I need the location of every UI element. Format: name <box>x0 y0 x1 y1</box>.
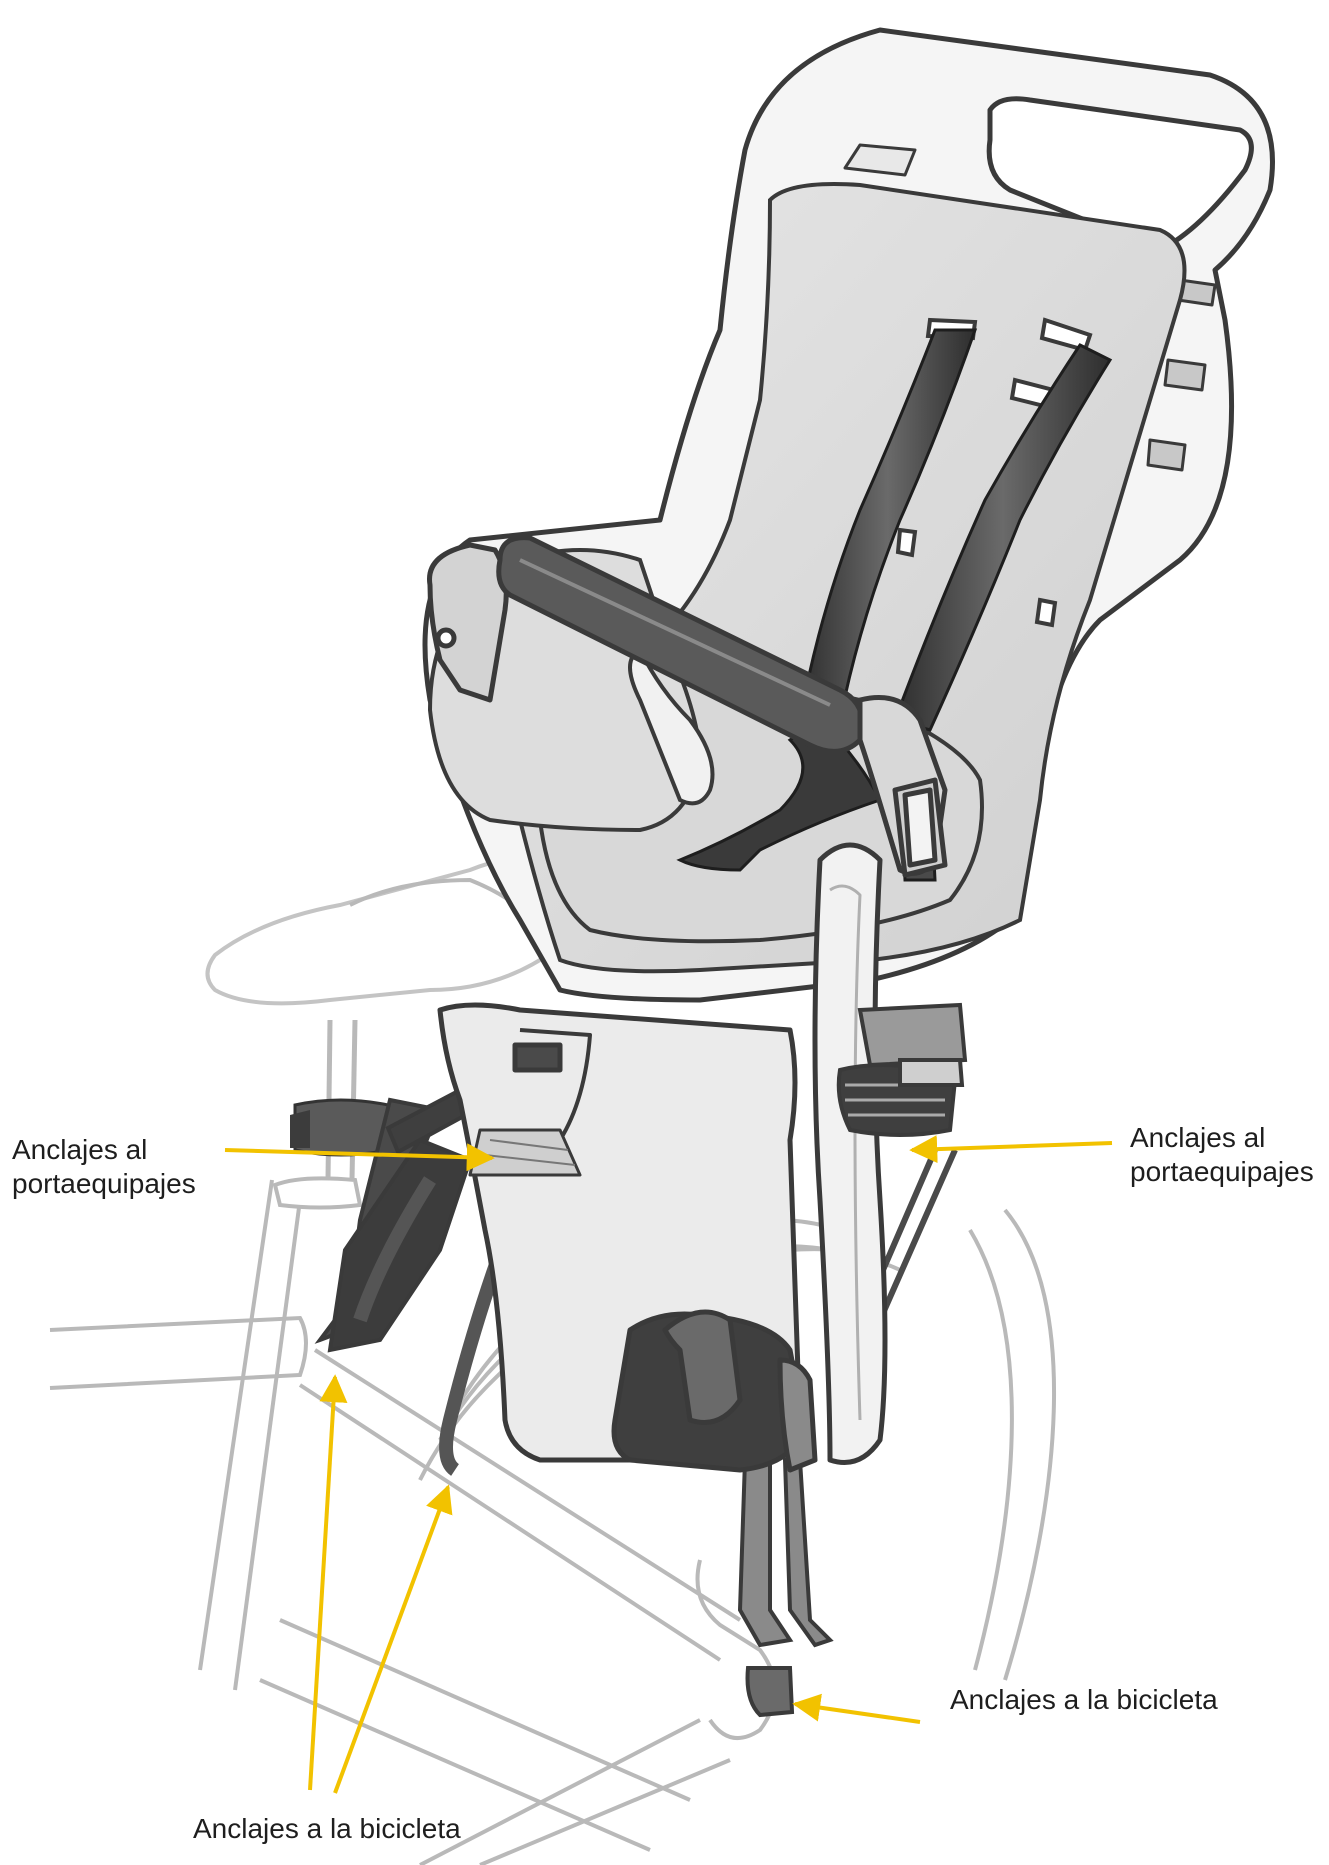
armrest-bolt <box>435 627 457 649</box>
rack-grid <box>468 1128 582 1177</box>
harness <box>676 328 1113 882</box>
rear-tire-outer <box>1003 1208 1056 1681</box>
seatpost-strap <box>290 1098 390 1157</box>
base-slot <box>512 1042 563 1073</box>
callout-rack-mount-left: Anclajes al portaequipajes <box>12 1134 196 1199</box>
rack-mount-right <box>836 1002 968 1137</box>
seat-stay <box>313 1348 742 1622</box>
rear-strut-left <box>353 1176 436 1323</box>
lower-claw <box>737 1458 794 1648</box>
callout-arrows <box>224 1135 1113 1794</box>
callout-rack-mount-right: Anclajes al portaequipajes <box>1130 1122 1314 1187</box>
arrow-rack-right <box>909 1135 1113 1164</box>
armrests <box>427 535 948 1465</box>
buckle-tab <box>902 787 938 868</box>
seat-base <box>437 1002 818 1473</box>
top-tube <box>49 1315 308 1390</box>
arrow-bike-bottom-1 <box>308 1374 348 1791</box>
arrow-rack-left <box>224 1143 495 1172</box>
rear-tire-inner <box>968 1228 1014 1671</box>
arrow-bike-right <box>792 1693 921 1724</box>
seat-tube <box>198 1179 274 1671</box>
footrest-strap <box>662 1309 743 1425</box>
side-frame-right <box>812 842 888 1465</box>
chain-stay <box>279 1618 691 1802</box>
callout-bike-mount-right: Anclajes a la bicicleta <box>950 1684 1218 1715</box>
callout-bike-mount-bottom: Anclajes a la bicicleta <box>193 1813 461 1844</box>
seat-clamp <box>272 1176 363 1210</box>
bottom-clamp <box>745 1666 795 1718</box>
thigh-divider <box>628 647 715 806</box>
seat-handle-hole <box>986 96 1254 253</box>
arrow-bike-bottom-2 <box>333 1484 453 1794</box>
shoulder-strap-right <box>893 343 1113 732</box>
